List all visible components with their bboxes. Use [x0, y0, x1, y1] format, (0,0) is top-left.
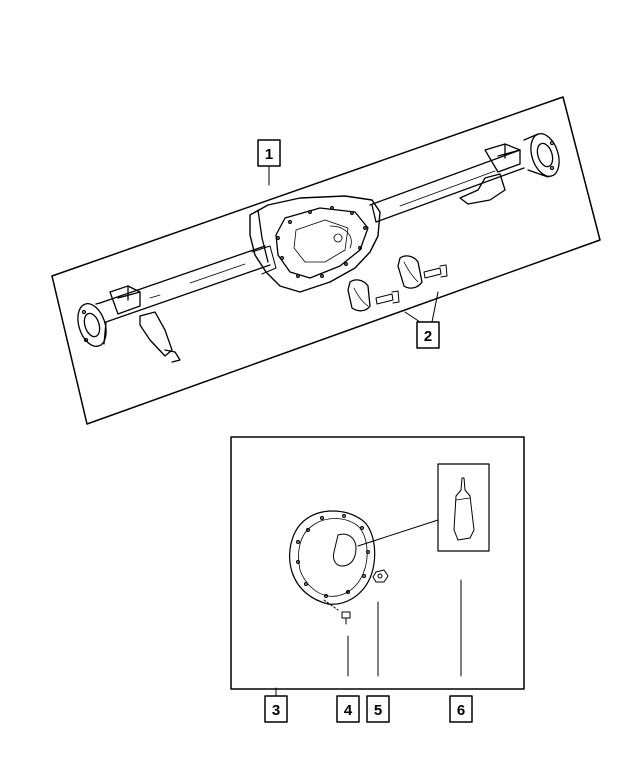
left-shock-bracket: [139, 311, 173, 357]
upper-leader-lines: [268, 166, 439, 323]
sealant-tube-icon: [453, 477, 475, 541]
cap-bolt-lower: [375, 290, 400, 305]
bearing-caps: [347, 255, 423, 312]
cap-bolts: [375, 264, 448, 305]
fill-plug: [372, 569, 389, 583]
right-spring-seat: [459, 143, 521, 205]
callout-2: 2: [416, 321, 440, 349]
right-axle-flange: [523, 133, 560, 178]
bearing-cap-upper: [397, 255, 423, 289]
left-axle-flange: [77, 302, 107, 347]
callout-3-label: 3: [272, 702, 280, 719]
differential-cover: [289, 510, 376, 605]
callout-2-label: 2: [424, 328, 432, 345]
cover-kit-panel: [230, 436, 525, 697]
callout-6: 6: [449, 695, 473, 723]
callout-6-label: 6: [457, 702, 465, 719]
cover-kit-frame: [230, 436, 525, 690]
cover-bolt: [323, 599, 351, 625]
cap-bolt-upper: [423, 264, 448, 279]
axle-assembly-panel: [51, 96, 601, 425]
axle-panel-frame: [51, 96, 601, 425]
callout-3: 3: [264, 695, 288, 723]
lower-leader-lines: [275, 519, 462, 697]
callout-4: 4: [336, 695, 360, 723]
left-spring-seat: [109, 285, 181, 363]
callout-4-label: 4: [344, 702, 353, 719]
differential-housing: [249, 195, 381, 293]
bearing-cap-lower: [347, 279, 371, 312]
callout-5-label: 5: [374, 702, 382, 719]
callout-1-label: 1: [265, 146, 273, 163]
callout-5: 5: [366, 695, 390, 723]
right-axle-tube: [369, 149, 525, 223]
sealant-box: [437, 463, 490, 552]
right-shock-bracket: [459, 173, 506, 205]
callout-1: 1: [257, 139, 281, 167]
axle-housing: [77, 133, 560, 363]
